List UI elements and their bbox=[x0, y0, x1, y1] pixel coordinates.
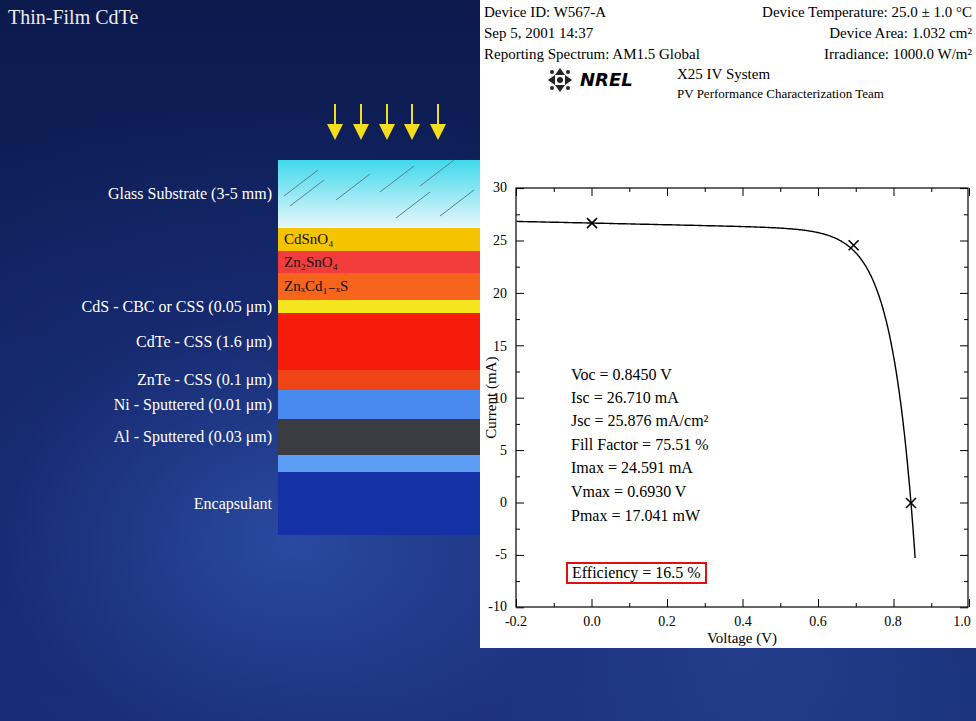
axis-ticks bbox=[516, 188, 970, 608]
tick-label: 0.2 bbox=[658, 614, 676, 630]
layer-band: CdS - CBC or CSS (0.05 μm) bbox=[278, 300, 480, 313]
layer-band: ZnₓCd₁₋ₓS bbox=[278, 273, 480, 300]
tick-label: 15 bbox=[493, 339, 507, 355]
logo-text: NREL bbox=[580, 70, 633, 91]
back-contact-layer bbox=[278, 455, 480, 472]
layer-band: Glass Substrate (3-5 mm) bbox=[278, 160, 480, 228]
layer-label: CdSnO₄ bbox=[278, 228, 480, 251]
chart-text: Reporting Spectrum: AM1.5 Global bbox=[484, 46, 700, 63]
result-value: Imax = 24.591 mA bbox=[571, 459, 693, 477]
layer-band: Ni - Sputtered (0.01 μm) bbox=[278, 390, 480, 419]
glass-hatch bbox=[284, 160, 474, 218]
layer-label: Encapsulant bbox=[194, 495, 272, 513]
result-value: Voc = 0.8450 V bbox=[571, 366, 672, 384]
layer-label: Glass Substrate (3-5 mm) bbox=[108, 185, 272, 203]
result-value: Vmax = 0.6930 V bbox=[571, 483, 686, 501]
point-marker bbox=[906, 498, 916, 508]
layer-label: Zn₂SnO₄ bbox=[278, 251, 480, 273]
chart-text: PV Performance Characterization Team bbox=[677, 87, 884, 102]
layer-label: ZnTe - CSS (0.1 μm) bbox=[137, 371, 272, 389]
tick-label: 30 bbox=[493, 180, 507, 196]
tick-label: 25 bbox=[493, 233, 507, 249]
layer-band: ZnTe - CSS (0.1 μm) bbox=[278, 370, 480, 390]
iv-curve bbox=[517, 221, 916, 558]
point-marker bbox=[587, 218, 597, 228]
layer-label: ZnₓCd₁₋ₓS bbox=[278, 273, 480, 300]
tick-label: 0.8 bbox=[884, 614, 902, 630]
glass-layer bbox=[278, 160, 480, 228]
layer-band: Al - Sputtered (0.03 μm) bbox=[278, 419, 480, 455]
layer-label: Ni - Sputtered (0.01 μm) bbox=[114, 396, 272, 414]
tick-label: 0.6 bbox=[809, 614, 827, 630]
layer-band: CdSnO₄ bbox=[278, 228, 480, 251]
tick-label: 20 bbox=[493, 286, 507, 302]
result-value: Isc = 26.710 mA bbox=[571, 389, 679, 407]
point-marker bbox=[849, 240, 859, 250]
slide-title: Thin-Film CdTe bbox=[8, 6, 138, 29]
layer-label: CdS - CBC or CSS (0.05 μm) bbox=[82, 298, 272, 316]
chart-panel bbox=[480, 0, 976, 648]
chart-text: Device Area: 1.032 cm² bbox=[829, 25, 972, 42]
tick-label: -10 bbox=[488, 599, 507, 615]
tick-label: -5 bbox=[495, 547, 507, 563]
efficiency-value: Efficiency = 16.5 % bbox=[572, 564, 701, 582]
tick-label: 0.0 bbox=[583, 614, 601, 630]
layer-label: CdTe - CSS (1.6 μm) bbox=[136, 333, 272, 351]
chart-text: X25 IV System bbox=[677, 66, 770, 83]
chart-text: Sep 5, 2001 14:37 bbox=[484, 25, 593, 42]
efficiency-box: Efficiency = 16.5 % bbox=[566, 562, 707, 584]
tick-label: 0 bbox=[500, 495, 507, 511]
layer-band: Encapsulant bbox=[278, 472, 480, 535]
layer-band: CdTe - CSS (1.6 μm) bbox=[278, 313, 480, 370]
layer-label: Al - Sputtered (0.03 μm) bbox=[114, 428, 272, 446]
result-value: Jsc = 25.876 mA/cm² bbox=[571, 412, 708, 430]
chart-text: Device ID: W567-A bbox=[484, 4, 606, 21]
chart-text: Irradiance: 1000.0 W/m² bbox=[824, 46, 972, 63]
tick-label: 0.4 bbox=[734, 614, 752, 630]
chart-text: Current (mA) bbox=[483, 357, 500, 439]
result-value: Pmax = 17.041 mW bbox=[571, 507, 700, 525]
layer-band: Zn₂SnO₄ bbox=[278, 251, 480, 273]
tick-label: 1.0 bbox=[953, 614, 971, 630]
tick-label: -0.2 bbox=[505, 614, 527, 630]
nrel-logo-symbol bbox=[548, 68, 572, 92]
light-arrows bbox=[335, 104, 438, 136]
tick-label: 5 bbox=[500, 443, 507, 459]
plot-frame bbox=[516, 188, 968, 607]
chart-text: Voltage (V) bbox=[707, 630, 777, 647]
result-value: Fill Factor = 75.51 % bbox=[571, 436, 708, 454]
chart-text: Device Temperature: 25.0 ± 1.0 °C bbox=[762, 4, 972, 21]
